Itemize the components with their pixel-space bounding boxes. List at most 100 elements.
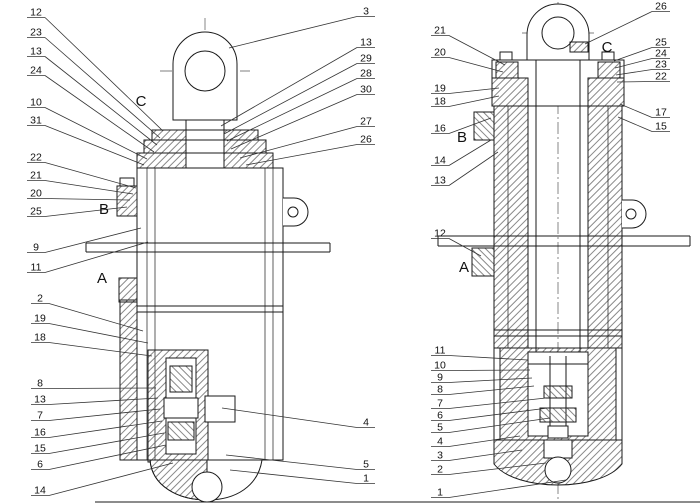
leader-line [44, 37, 161, 139]
callout-label: 26 [360, 134, 372, 146]
leader-line [448, 369, 531, 371]
callout-label: 22 [655, 71, 667, 83]
callout-label: 13 [30, 46, 42, 58]
leader-line [48, 397, 159, 405]
left-view-mount-plate [85, 242, 331, 253]
leader-line [44, 227, 142, 253]
right-view-piston-assembly [499, 347, 617, 441]
callout-label: 31 [30, 115, 42, 127]
callout-label: 14 [434, 155, 446, 167]
left-view-rod-eye [172, 31, 238, 121]
leader-line [448, 479, 567, 498]
leader-line [220, 47, 358, 127]
callout-label: 15 [655, 121, 667, 133]
left-view-port-block-a [118, 277, 138, 303]
leader-line [44, 125, 145, 166]
section-letter: C [136, 93, 147, 110]
leader-line [226, 78, 358, 142]
callout-label: 9 [437, 372, 443, 384]
callout-label: 20 [30, 188, 42, 200]
callout-label: 27 [360, 116, 372, 128]
leader-line [48, 444, 167, 470]
leader-line [448, 87, 500, 94]
right-view-port-block-a [471, 247, 495, 277]
leader-line [245, 144, 358, 166]
section-letter: B [99, 201, 109, 218]
right-view-gland [491, 51, 625, 107]
leader-line [48, 432, 165, 454]
leader-line [44, 162, 137, 189]
callout-label: 30 [360, 84, 372, 96]
leader-line [44, 206, 128, 217]
callout-label: 22 [30, 152, 42, 164]
callout-label: 24 [30, 65, 42, 77]
section-letter: C [602, 39, 613, 56]
callout-label: 1 [363, 473, 369, 485]
left-view-piston-assembly [147, 349, 236, 463]
callout-label: 23 [30, 27, 42, 39]
callout-label: 3 [363, 6, 369, 18]
leader-line [221, 407, 358, 428]
callout-label: 21 [434, 25, 446, 37]
callout-label: 2 [37, 293, 43, 305]
left-view-rod-neck [185, 119, 225, 131]
callout-label: 4 [437, 436, 443, 448]
leader-line [448, 462, 547, 475]
left-view-bottom-cap [137, 459, 283, 503]
callout-label: 15 [34, 443, 46, 455]
callout-label: 6 [37, 459, 43, 471]
leader-line [239, 126, 358, 159]
leader-line [448, 139, 492, 166]
leader-line [448, 397, 547, 409]
callout-label: 10 [434, 360, 446, 372]
leader-line [44, 241, 149, 273]
callout-label: 29 [360, 53, 372, 65]
callout-label: 14 [34, 485, 46, 497]
left-view-gland [136, 120, 274, 169]
callout-label: 18 [34, 332, 46, 344]
leader-line [616, 81, 653, 83]
leader-line [448, 151, 499, 186]
section-letter: A [97, 270, 107, 287]
right-view-piston-rod [535, 60, 581, 352]
leader-line [448, 377, 533, 383]
callout-label: 4 [363, 417, 369, 429]
right-view-mount-plate [437, 235, 691, 247]
leader-line [44, 107, 148, 160]
callout-label: 13 [434, 175, 446, 187]
callout-label: 16 [434, 123, 446, 135]
section-letter: A [459, 259, 469, 276]
leader-line [448, 407, 549, 421]
callout-label: 5 [363, 459, 369, 471]
callout-label: 7 [37, 410, 43, 422]
leader-line [230, 94, 358, 150]
callout-label: 11 [31, 262, 42, 274]
leader-line [44, 56, 158, 146]
leader-line [48, 342, 153, 357]
leader-line [613, 47, 653, 62]
left-view-weld-lines [137, 305, 283, 313]
leader-line [48, 420, 163, 438]
leader-line [44, 75, 155, 153]
leader-line [225, 454, 358, 470]
leader-line [44, 17, 164, 132]
callout-label: 23 [655, 59, 667, 71]
right-view-side-lug [622, 199, 647, 229]
right-view-callouts: 2120191816141312111098765432126252423221… [431, 1, 670, 499]
callout-label: 28 [360, 68, 372, 80]
leader-line [617, 116, 653, 132]
callout-label: 24 [655, 48, 667, 60]
leader-line [448, 435, 521, 447]
leader-line [448, 385, 535, 395]
callout-label: 18 [434, 96, 446, 108]
leader-line [584, 11, 653, 45]
callout-label: 19 [34, 313, 46, 325]
callout-label: 5 [437, 422, 443, 434]
leader-line [48, 408, 161, 421]
leader-line [619, 103, 653, 118]
callout-label: 25 [655, 37, 667, 49]
callout-label: 8 [437, 384, 443, 396]
left-view-side-lug [283, 197, 309, 227]
